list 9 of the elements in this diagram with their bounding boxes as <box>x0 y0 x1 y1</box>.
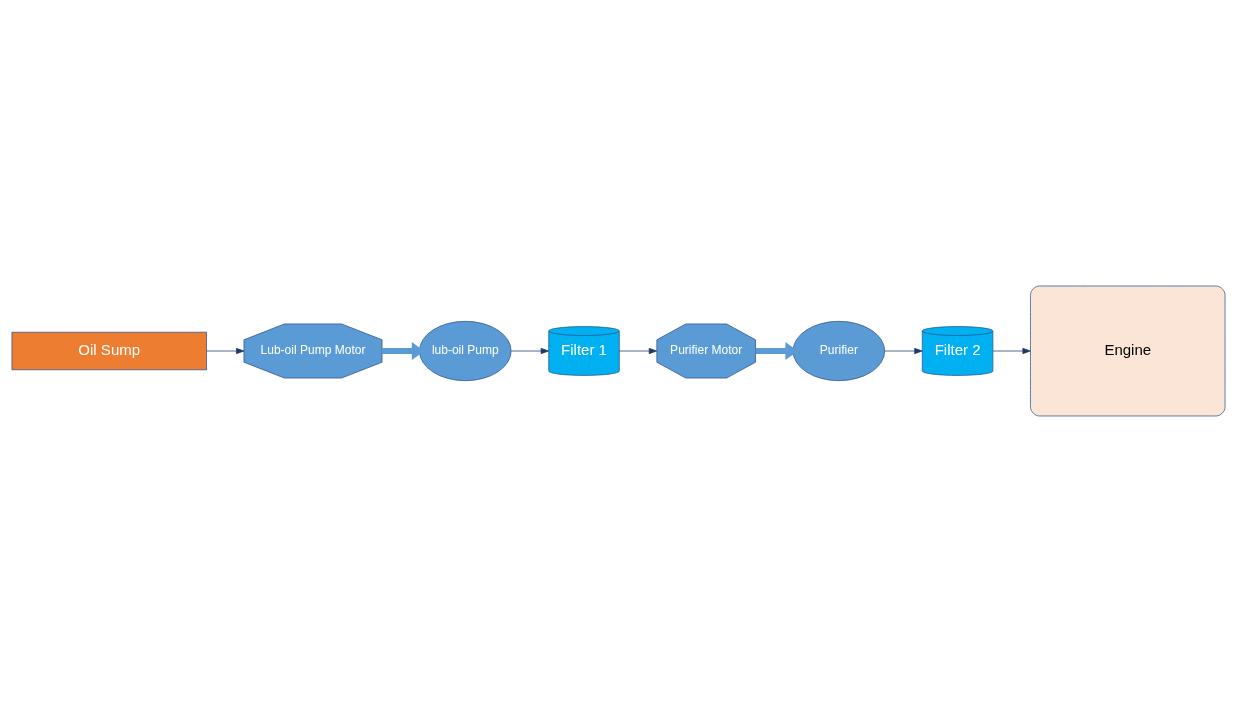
node-ellipse: lub-oil Pump <box>419 320 512 381</box>
arrow <box>618 347 658 354</box>
arrow <box>511 347 549 354</box>
node-ellipse: Purifier <box>792 320 886 381</box>
arrow <box>992 347 1031 354</box>
node-box: Oil Sump <box>11 331 207 370</box>
node-box: Engine <box>1030 285 1226 416</box>
arrow <box>884 347 923 354</box>
arrow <box>206 347 245 354</box>
